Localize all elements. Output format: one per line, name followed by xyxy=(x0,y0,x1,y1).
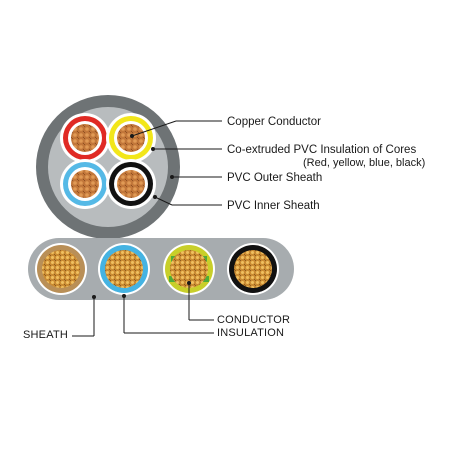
callout-insulation-of-cores: Co-extruded PVC Insulation of Cores (Red… xyxy=(151,144,425,169)
callout-sheath: SHEATH xyxy=(23,295,96,341)
label-copper-conductor: Copper Conductor xyxy=(227,116,321,128)
label-insulation: INSULATION xyxy=(217,327,284,339)
callout-copper-conductor: Copper Conductor xyxy=(130,116,321,138)
label-inner-sheath: PVC Inner Sheath xyxy=(227,200,320,212)
label-sheath: SHEATH xyxy=(23,329,68,341)
flat-core-black xyxy=(227,243,279,295)
label-insulation-of-cores: Co-extruded PVC Insulation of Cores xyxy=(227,144,416,156)
flat-cable-callouts: SHEATH CONDUCTOR INSULATION xyxy=(23,281,290,341)
core-red xyxy=(60,113,110,163)
flat-core-brown xyxy=(35,243,87,295)
core-yellow xyxy=(106,113,156,163)
core-black xyxy=(106,159,156,209)
callout-insulation: INSULATION xyxy=(122,294,284,339)
label-core-colors: (Red, yellow, blue, black) xyxy=(303,157,425,169)
flat-cable xyxy=(28,238,294,300)
callout-outer-sheath: PVC Outer Sheath xyxy=(170,172,322,184)
flat-core-yellow-green xyxy=(163,243,215,295)
label-conductor: CONDUCTOR xyxy=(217,314,290,326)
flat-core-blue xyxy=(98,243,150,295)
callout-inner-sheath: PVC Inner Sheath xyxy=(153,195,320,212)
core-blue xyxy=(60,159,110,209)
callout-conductor: CONDUCTOR xyxy=(187,281,290,326)
label-outer-sheath: PVC Outer Sheath xyxy=(227,172,322,184)
flat-sheath xyxy=(28,238,294,300)
round-cable-callouts: Copper Conductor Co-extruded PVC Insulat… xyxy=(130,116,425,212)
round-cable xyxy=(36,95,180,239)
